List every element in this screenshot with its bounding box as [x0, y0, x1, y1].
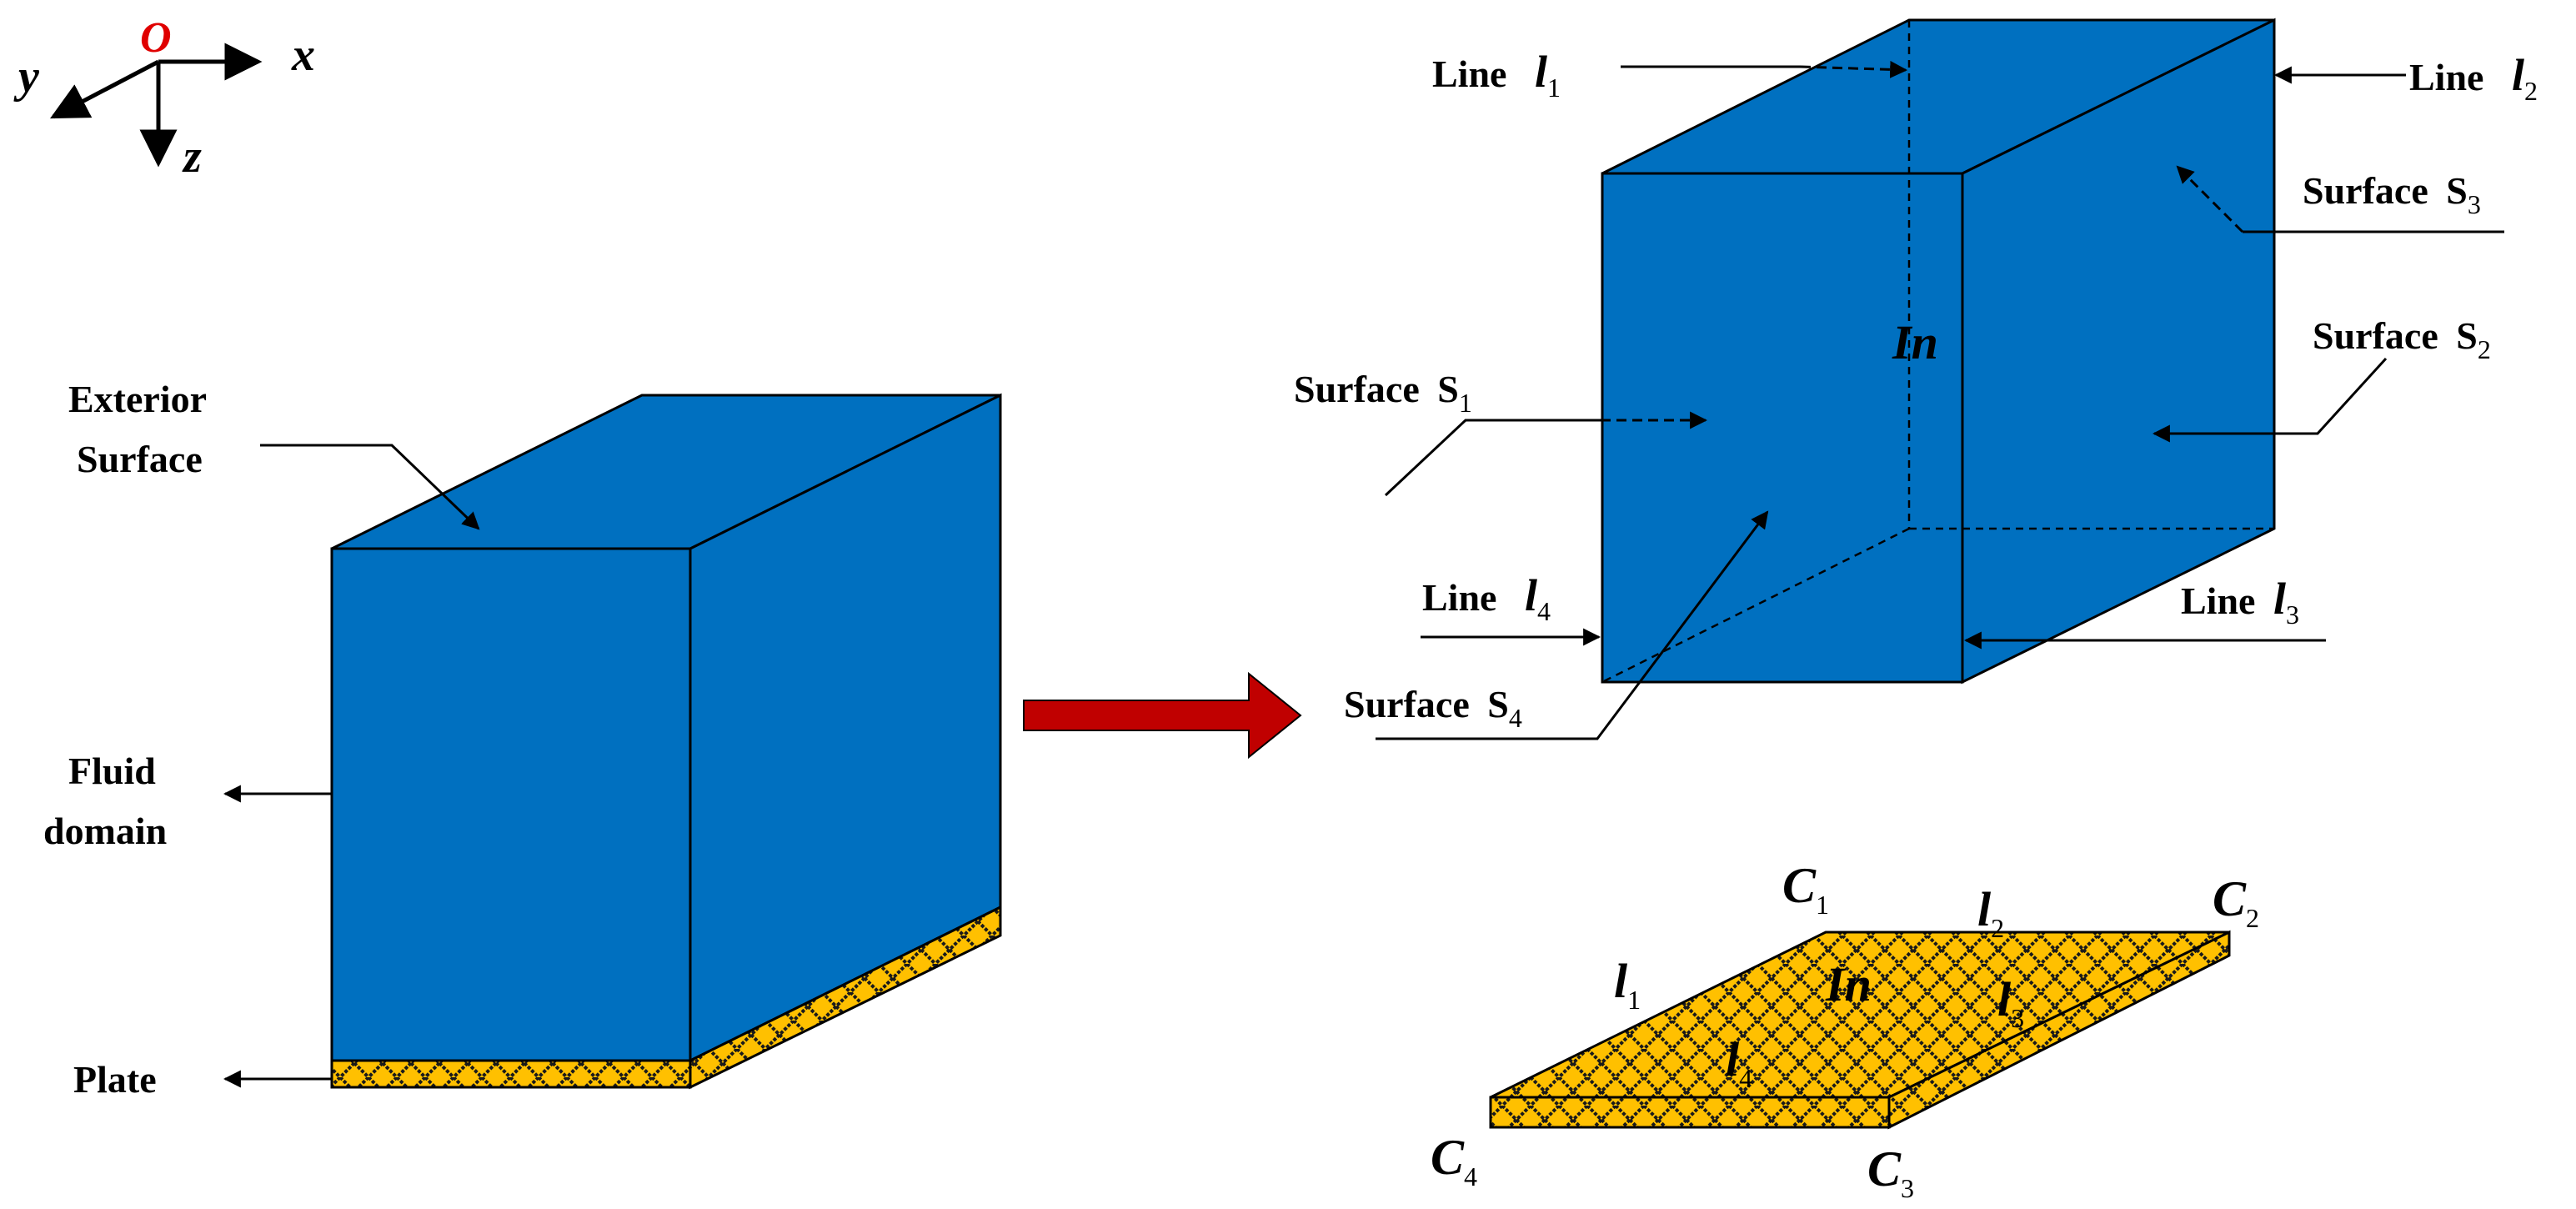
corner-c4-label: C4 — [1431, 1130, 1477, 1191]
line-l3-label: Line l3 — [2181, 574, 2299, 630]
surface-s2-label: Surface S2 — [2313, 314, 2491, 364]
line-l2-label: Line l2 — [2409, 50, 2538, 106]
surface-s4-leader — [1376, 510, 1769, 740]
edge-l1-label: l1 — [1614, 954, 1641, 1015]
axes-indicator: O x y z — [13, 14, 315, 183]
transform-arrow-icon — [1023, 671, 1302, 760]
hidden-edge-bottom-left — [1601, 527, 1910, 684]
line-l1-label: Line l1 — [1432, 47, 1561, 103]
fluid-domain-label-line2: domain — [43, 810, 167, 852]
z-axis-label: z — [182, 131, 202, 183]
line-l4-label: Line l4 — [1422, 570, 1551, 626]
surface-s3-label: Surface S3 — [2303, 169, 2481, 219]
fluid-domain-box — [330, 393, 1002, 1090]
plate-detail-front-face — [1489, 1096, 1891, 1129]
line-l1-arrow — [1800, 60, 1908, 78]
decomposed-box — [1601, 18, 2276, 685]
box-interior-label: In — [1892, 315, 1938, 369]
plate-detail-annotations: C1 C2 C3 C4 l1 l2 l3 l4 In — [1431, 858, 2259, 1203]
surface-s4-label: Surface S4 — [1344, 683, 1522, 733]
edge-l2-label: l2 — [1977, 882, 2004, 943]
box-front-face — [1601, 172, 1964, 684]
corner-c3-label: C3 — [1867, 1141, 1914, 1203]
y-axis-label: y — [13, 51, 40, 103]
exterior-surface-label-line2: Surface — [77, 438, 203, 480]
corner-c1-label: C1 — [1782, 858, 1829, 920]
fluid-domain-label-line1: Fluid — [68, 750, 156, 792]
surface-s2-leader — [2152, 357, 2388, 443]
corner-c2-label: C2 — [2213, 871, 2259, 933]
surface-s1-leader — [1384, 419, 1601, 497]
plate-label: Plate — [73, 1058, 157, 1101]
surface-s1-label: Surface S1 — [1294, 368, 1472, 418]
plate-interior-label: In — [1825, 957, 1872, 1011]
plate-front-face — [330, 1059, 692, 1089]
x-axis-label: x — [291, 29, 315, 81]
left-annotations: Exterior Surface Fluid domain Plate — [43, 378, 480, 1101]
plate-detail — [1489, 930, 2231, 1130]
y-axis — [50, 59, 160, 119]
exterior-surface-leader — [260, 444, 480, 530]
edge-l4-label: l4 — [1726, 1032, 1752, 1093]
origin-label: O — [140, 14, 172, 62]
edge-l3-label: l3 — [1997, 972, 2024, 1033]
fluid-front-face — [330, 547, 692, 1062]
box-annotations: Line l1 Line l2 Surface S3 In Surface S2… — [1294, 47, 2538, 740]
exterior-surface-label-line1: Exterior — [68, 378, 207, 420]
